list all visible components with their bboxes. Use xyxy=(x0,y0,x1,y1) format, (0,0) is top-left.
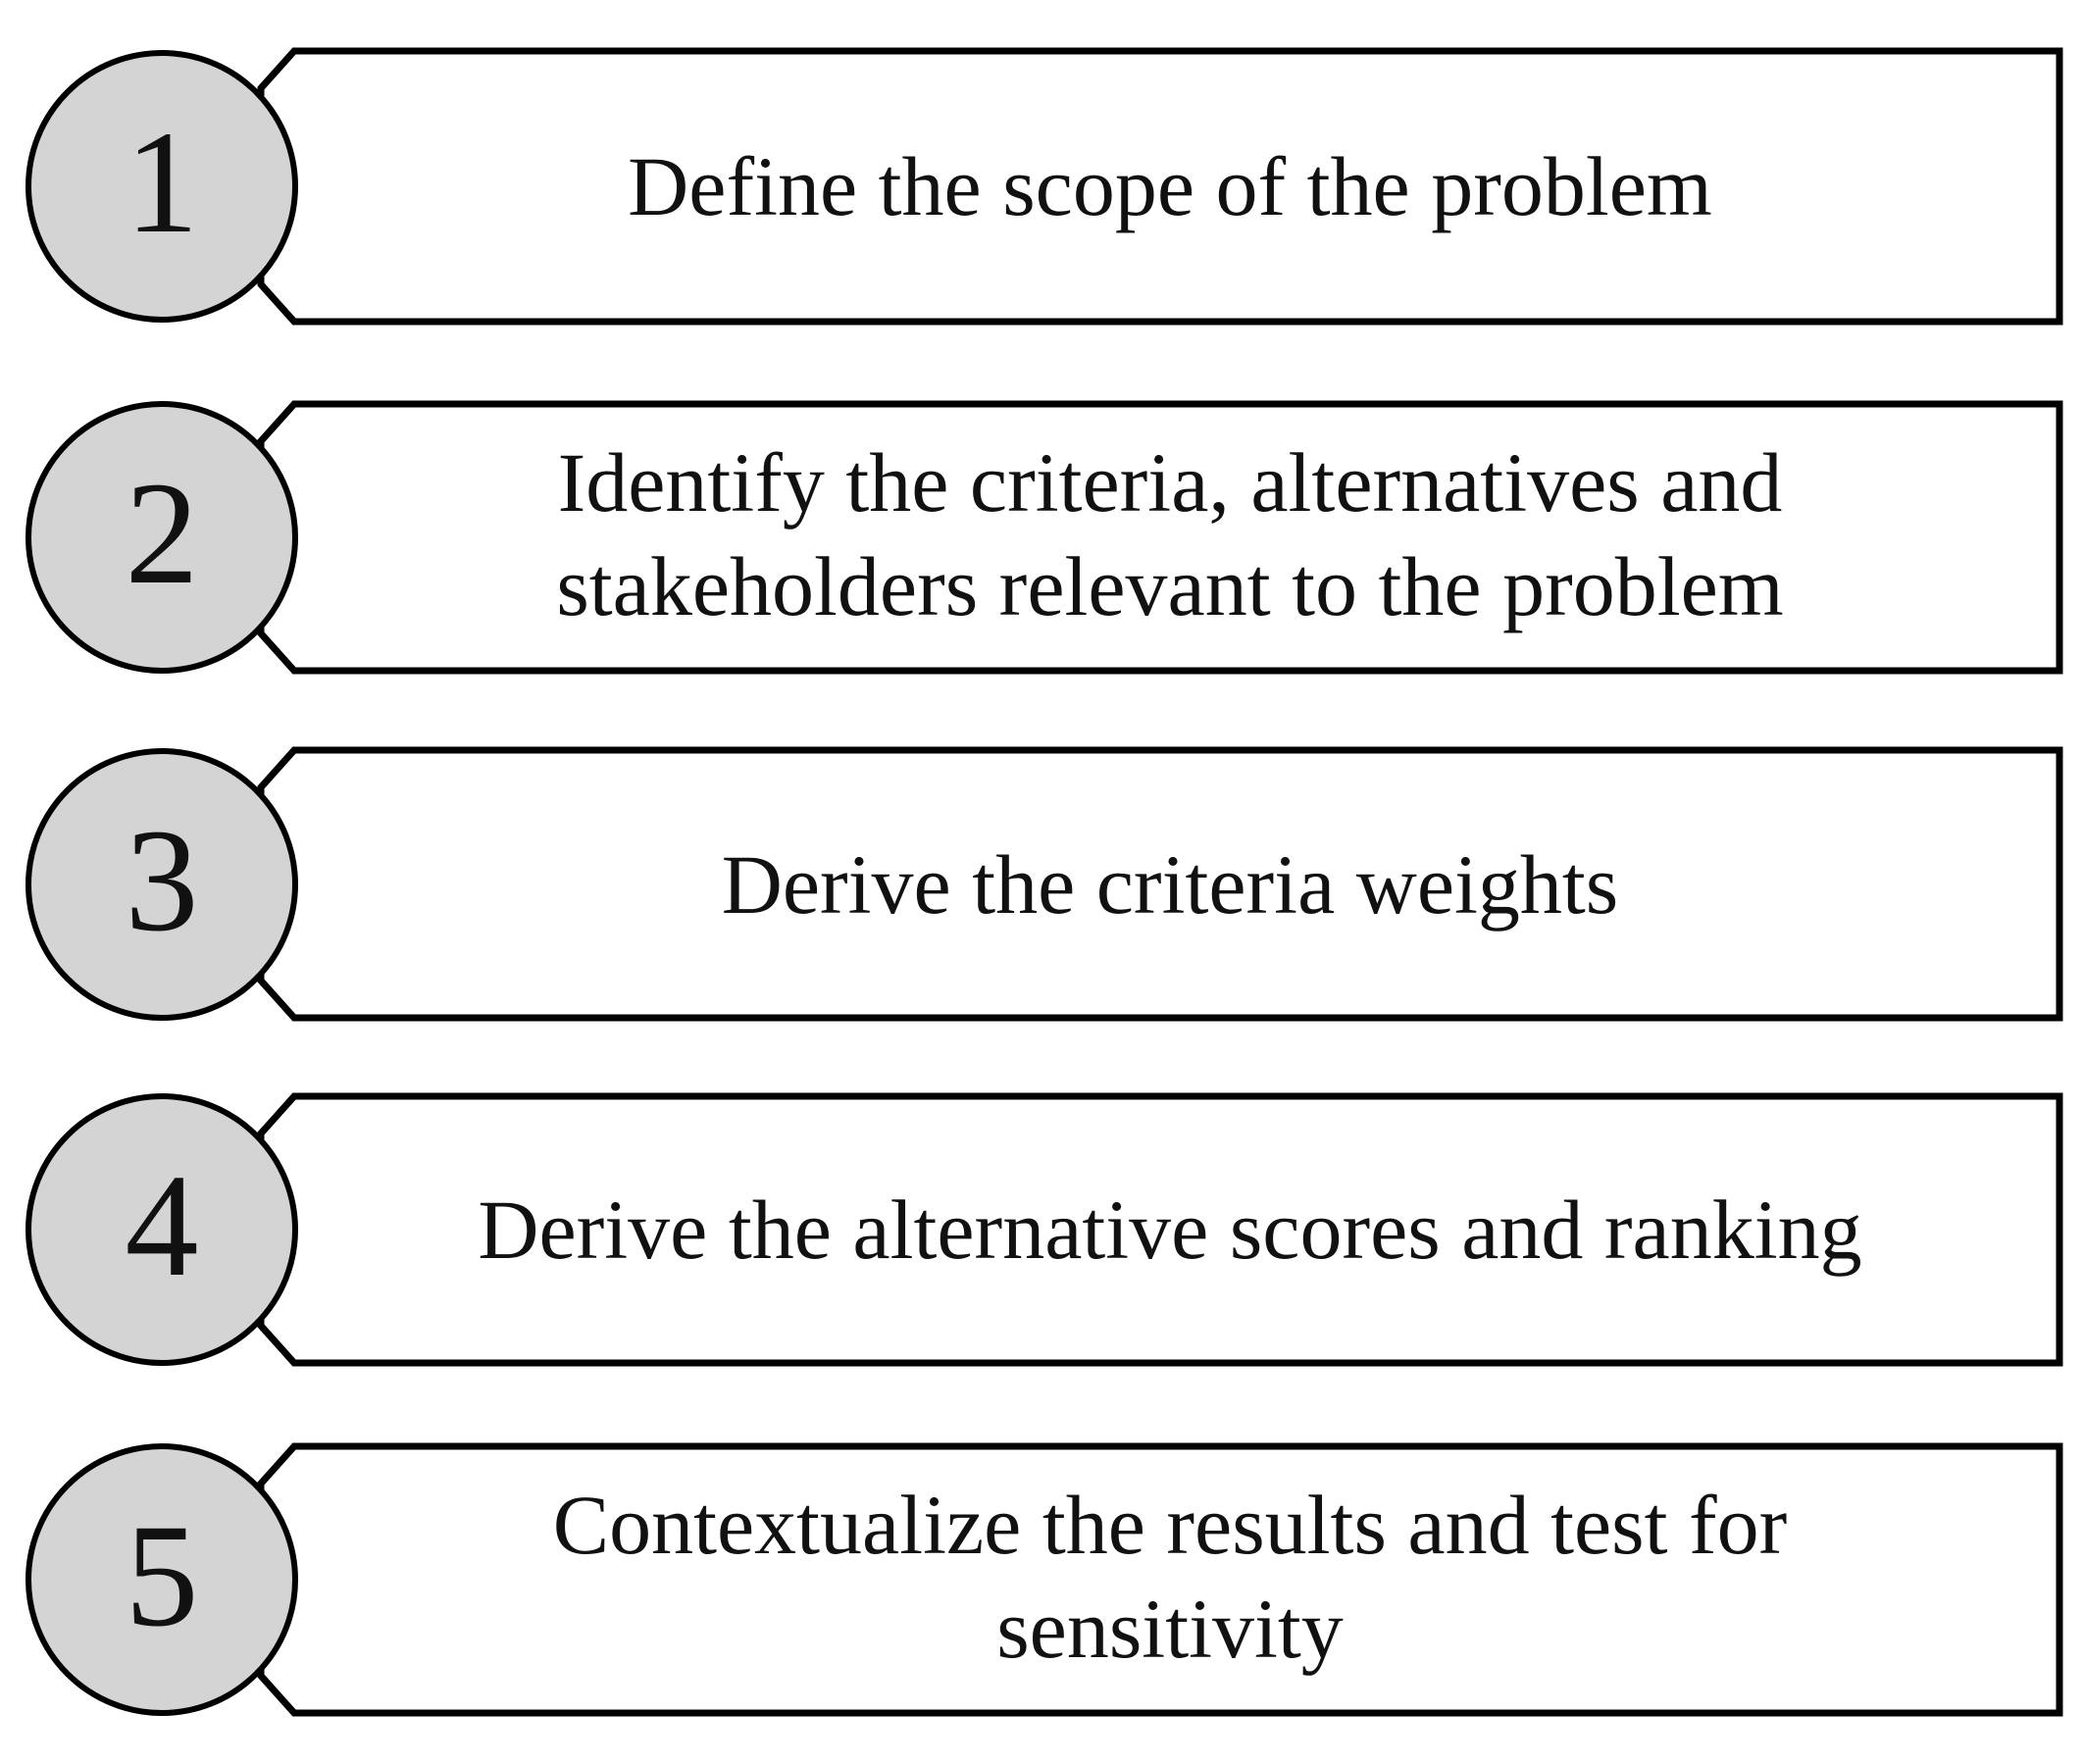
step-1: 1 Define the scope of the problem xyxy=(25,47,2063,326)
step-2-label-line-1: Identify the criteria, alternatives and xyxy=(558,435,1783,529)
step-4-circle xyxy=(25,1093,298,1366)
step-1-circle xyxy=(25,50,298,323)
step-5-label-line-1: Contextualize the results and test for xyxy=(553,1478,1788,1572)
step-4-label: Derive the alternative scores and rankin… xyxy=(478,1183,1861,1277)
step-1-number: 1 xyxy=(126,101,199,264)
step-4: 4 Derive the alternative scores and rank… xyxy=(25,1092,2063,1367)
step-5-label-line-2: sensitivity xyxy=(996,1582,1344,1676)
step-5-circle xyxy=(25,1443,298,1716)
step-2-box xyxy=(257,400,2063,675)
step-2: 2 Identify the criteria, alternatives an… xyxy=(25,400,2063,675)
step-1-box xyxy=(257,47,2063,326)
step-2-label-line-2: stakeholders relevant to the problem xyxy=(556,539,1783,633)
step-1-label: Define the scope of the problem xyxy=(628,139,1712,233)
step-3-circle xyxy=(25,748,298,1021)
step-2-circle xyxy=(25,401,298,674)
step-3-number: 3 xyxy=(126,799,199,962)
step-5: 5 Contextualize the results and test for… xyxy=(25,1442,2063,1717)
step-4-box xyxy=(257,1092,2063,1367)
step-3-label: Derive the criteria weights xyxy=(722,837,1619,932)
step-5-number: 5 xyxy=(126,1494,199,1657)
step-2-number: 2 xyxy=(126,452,199,615)
step-5-box xyxy=(257,1442,2063,1717)
step-3-box xyxy=(257,746,2063,1022)
step-3: 3 Derive the criteria weights xyxy=(25,746,2063,1022)
step-4-number: 4 xyxy=(126,1144,199,1307)
